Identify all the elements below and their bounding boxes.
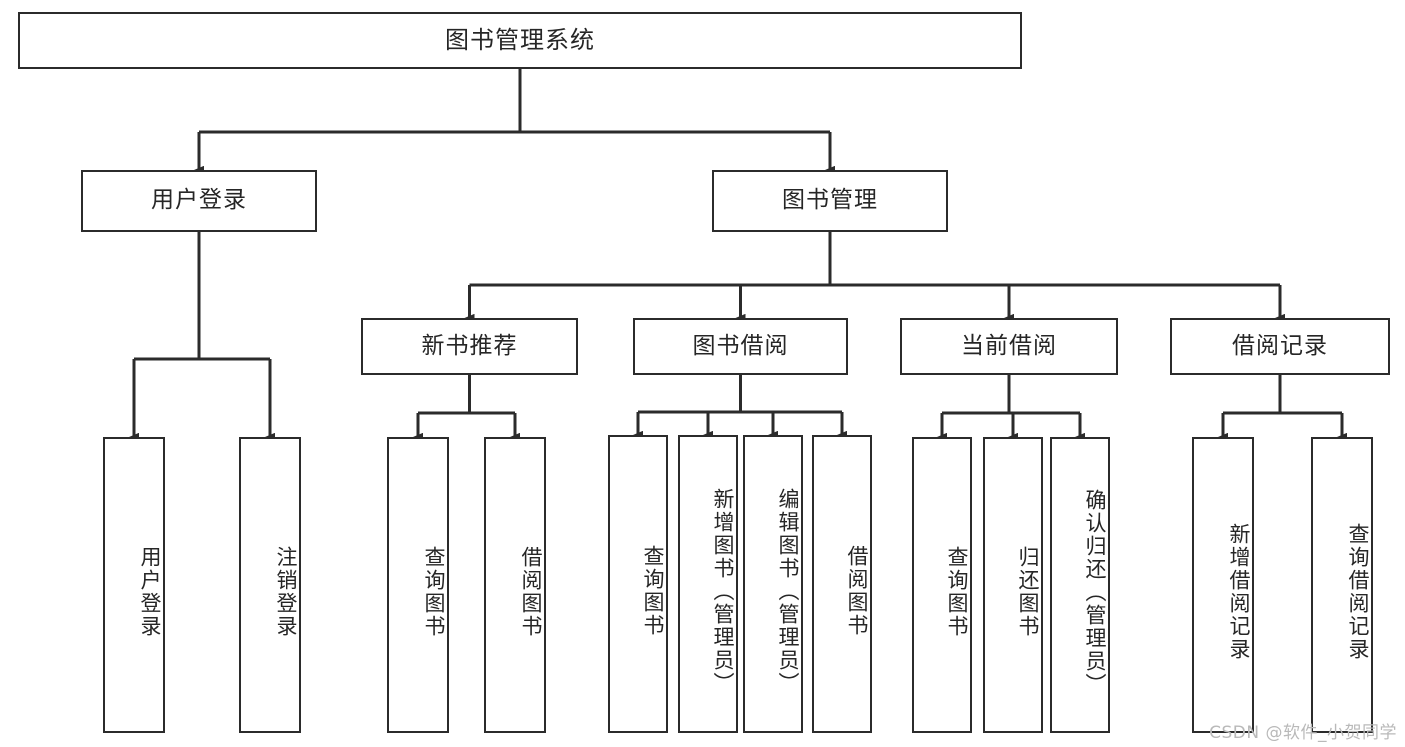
watermark: CSDN @软件_小贺同学 [1209, 723, 1397, 743]
node-new-book-recommend-label: 新书推荐 [421, 332, 518, 359]
node-leaf-bb-borrow-book-label: 借阅图书 [845, 545, 869, 637]
node-leaf-cb-confirm-return[interactable]: 确认归还（管理员） [1050, 437, 1110, 733]
node-current-borrow[interactable]: 当前借阅 [900, 318, 1118, 375]
node-leaf-bb-borrow-book[interactable]: 借阅图书 [812, 435, 872, 733]
node-borrow-records-label: 借阅记录 [1232, 332, 1328, 359]
node-leaf-user-login-label: 用户登录 [138, 546, 162, 638]
node-borrow-records[interactable]: 借阅记录 [1170, 318, 1390, 375]
node-leaf-nb-borrow-book[interactable]: 借阅图书 [484, 437, 546, 733]
node-leaf-bb-edit-book-label: 编辑图书（管理员） [776, 487, 800, 695]
node-leaf-cb-return-book-label: 归还图书 [1016, 546, 1040, 638]
node-leaf-bb-add-book-label: 新增图书（管理员） [711, 487, 735, 695]
node-leaf-logout-label: 注销登录 [274, 546, 298, 638]
node-leaf-rec-add-record-label: 新增借阅记录 [1227, 523, 1251, 661]
node-user-login-label: 用户登录 [151, 187, 247, 214]
node-leaf-user-login[interactable]: 用户登录 [103, 437, 165, 733]
node-leaf-bb-query-book[interactable]: 查询图书 [608, 435, 668, 733]
node-book-management[interactable]: 图书管理 [712, 170, 948, 232]
node-leaf-cb-query-book-label: 查询图书 [945, 546, 969, 638]
node-book-borrow-label: 图书借阅 [692, 332, 789, 359]
node-leaf-bb-query-book-label: 查询图书 [641, 545, 665, 637]
node-leaf-nb-borrow-book-label: 借阅图书 [519, 546, 543, 638]
node-current-borrow-label: 当前借阅 [961, 332, 1057, 359]
node-leaf-cb-confirm-return-label: 确认归还（管理员） [1083, 488, 1107, 696]
node-leaf-bb-add-book[interactable]: 新增图书（管理员） [678, 435, 738, 733]
node-leaf-rec-add-record[interactable]: 新增借阅记录 [1192, 437, 1254, 733]
node-leaf-cb-return-book[interactable]: 归还图书 [983, 437, 1043, 733]
node-leaf-rec-query-record[interactable]: 查询借阅记录 [1311, 437, 1373, 733]
node-leaf-cb-query-book[interactable]: 查询图书 [912, 437, 972, 733]
node-user-login[interactable]: 用户登录 [81, 170, 317, 232]
node-leaf-bb-edit-book[interactable]: 编辑图书（管理员） [743, 435, 803, 733]
node-root-label: 图书管理系统 [445, 26, 595, 55]
node-leaf-logout[interactable]: 注销登录 [239, 437, 301, 733]
node-root[interactable]: 图书管理系统 [18, 12, 1022, 69]
node-new-book-recommend[interactable]: 新书推荐 [361, 318, 578, 375]
node-book-borrow[interactable]: 图书借阅 [633, 318, 848, 375]
node-leaf-nb-query-book[interactable]: 查询图书 [387, 437, 449, 733]
node-leaf-nb-query-book-label: 查询图书 [422, 546, 446, 638]
node-book-management-label: 图书管理 [782, 187, 878, 214]
node-leaf-rec-query-record-label: 查询借阅记录 [1346, 523, 1370, 661]
